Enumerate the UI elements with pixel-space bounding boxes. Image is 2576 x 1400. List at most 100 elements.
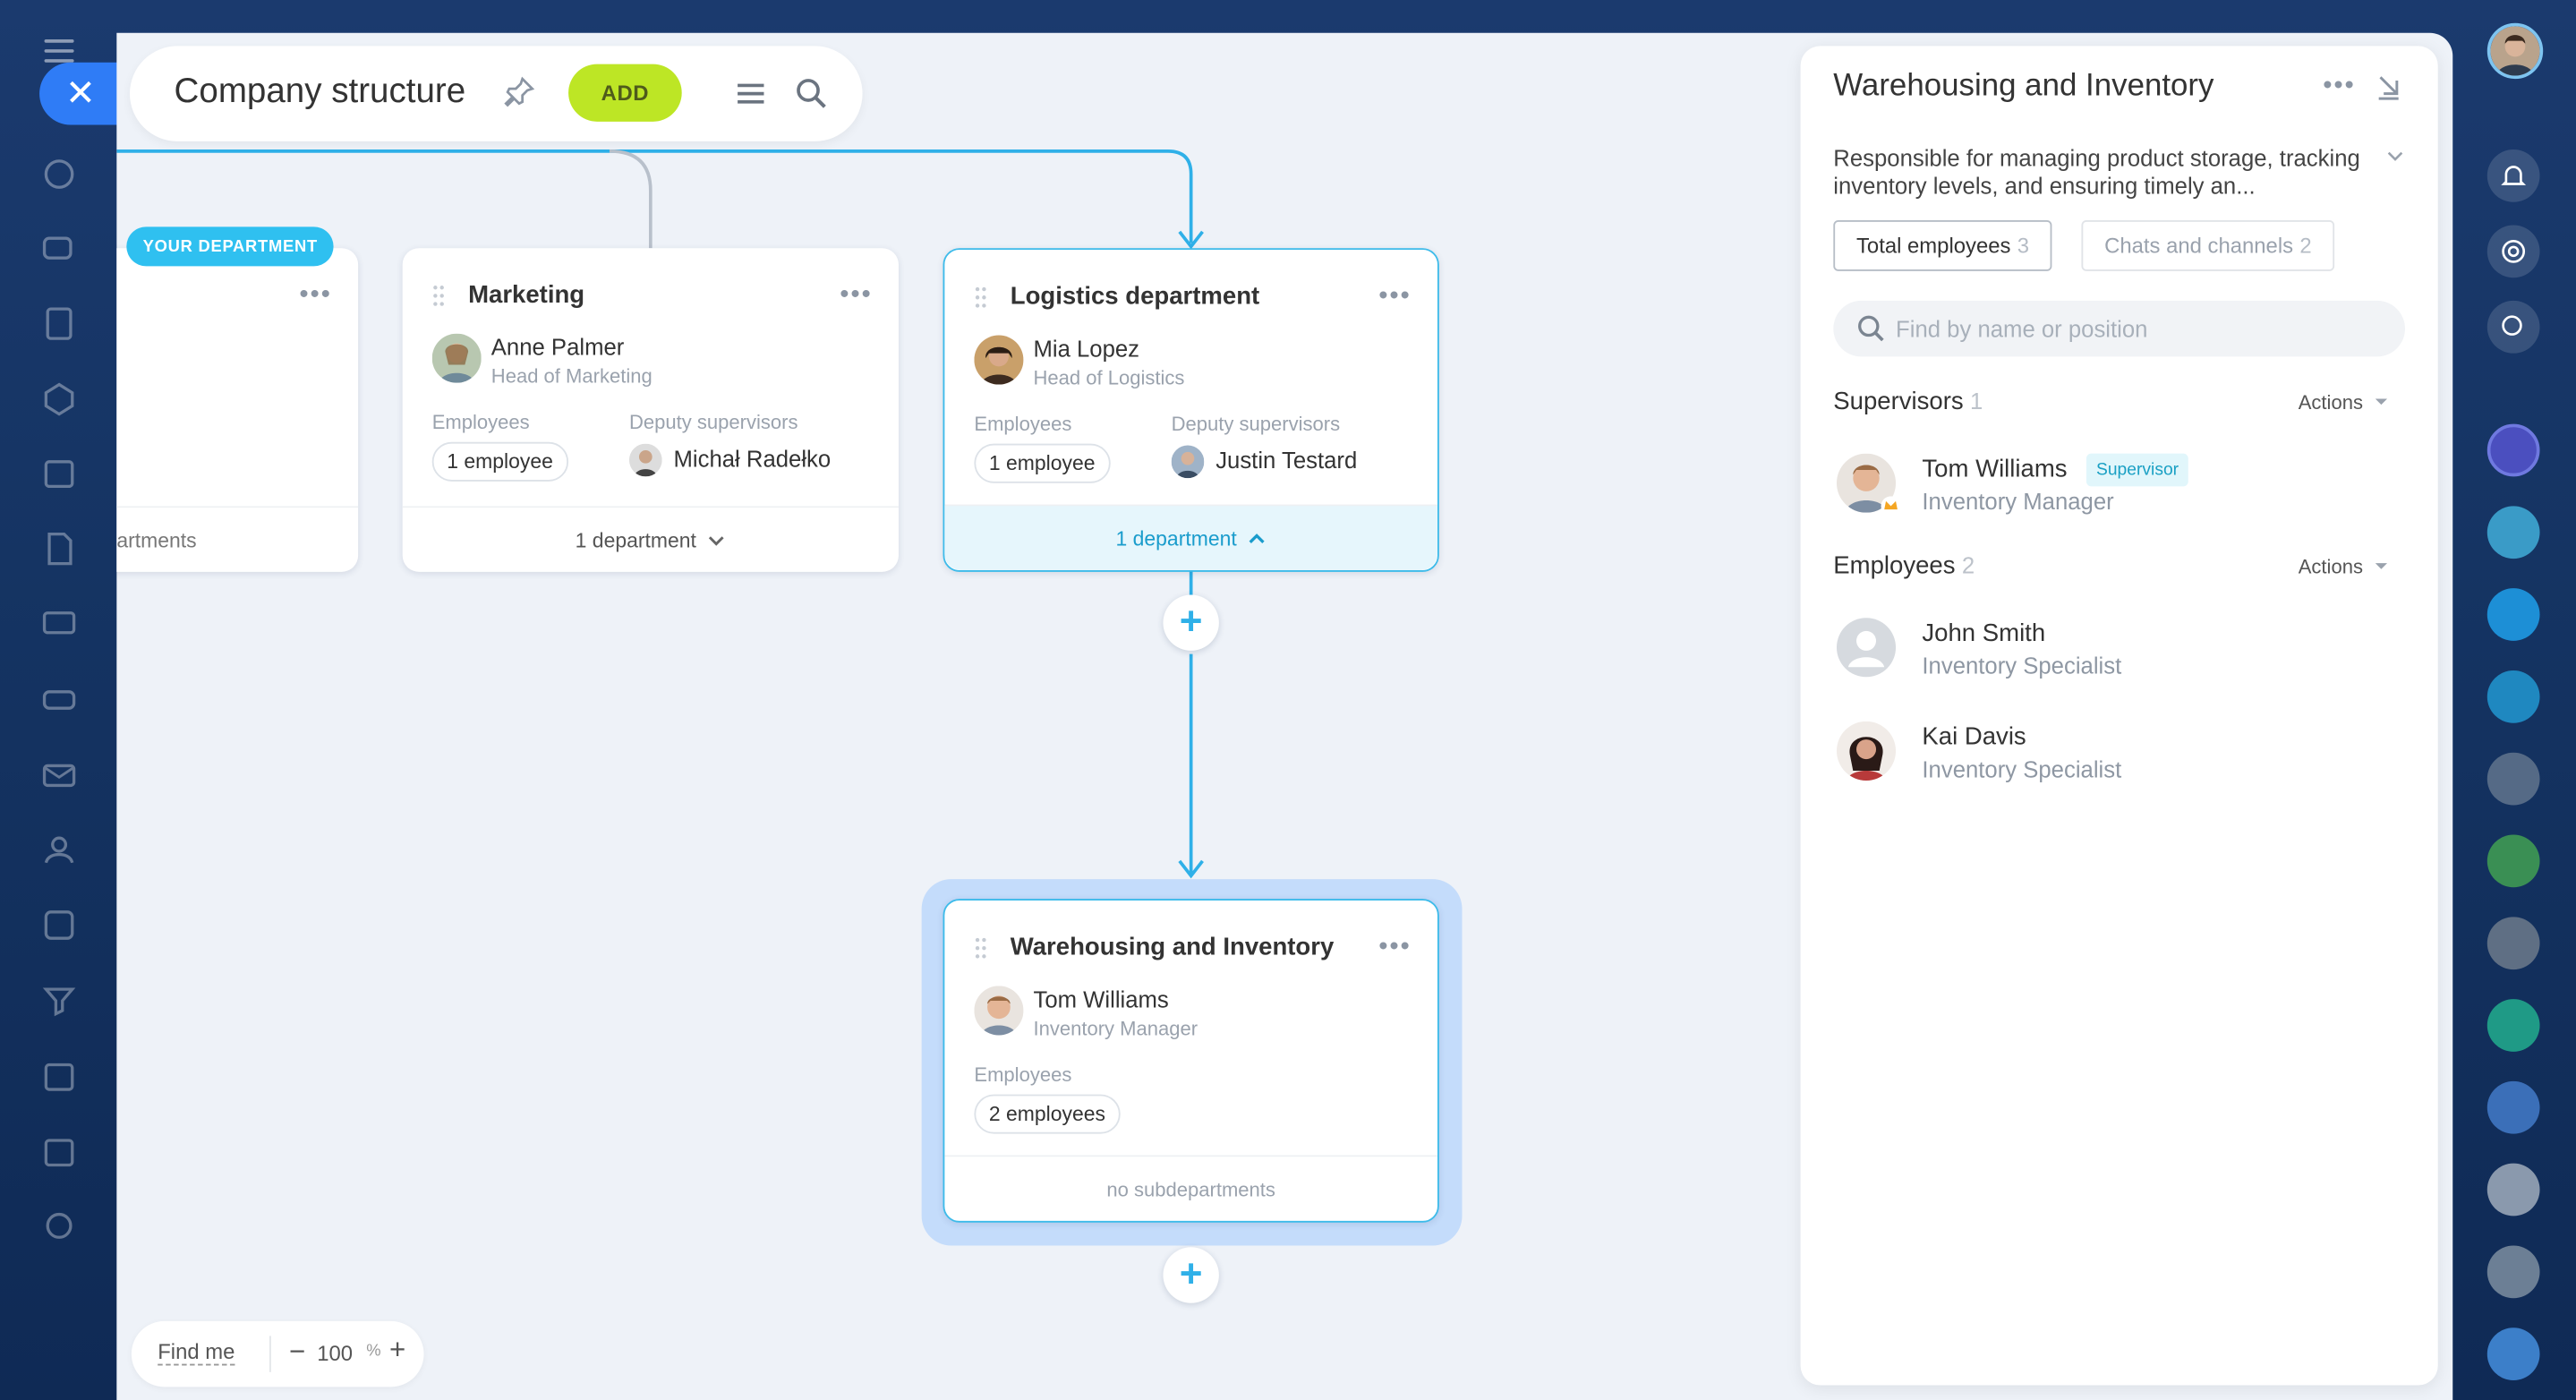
user-avatar[interactable] xyxy=(2486,22,2544,80)
store-icon[interactable] xyxy=(39,680,79,720)
close-slider-button[interactable]: ✕ xyxy=(39,62,122,125)
pin-icon[interactable] xyxy=(501,74,537,110)
deputy-name[interactable]: Justin Testard xyxy=(1215,447,1358,474)
subdepartments-toggle[interactable]: 1 department xyxy=(402,506,899,571)
employees-actions-dropdown[interactable]: Actions xyxy=(2299,555,2388,578)
avatar[interactable] xyxy=(2486,917,2540,970)
employee-role: Inventory Specialist xyxy=(1922,652,2122,679)
open-lines-icon[interactable] xyxy=(2486,588,2540,641)
feed-icon[interactable] xyxy=(39,155,79,194)
plus-icon: + xyxy=(1179,600,1203,645)
card-more-icon[interactable]: ••• xyxy=(840,280,873,310)
mail-icon[interactable] xyxy=(2486,1327,2540,1380)
department-card-logistics[interactable]: Logistics department ••• Mia Lopez Head … xyxy=(943,248,1439,572)
search-chat-icon[interactable] xyxy=(2486,300,2540,354)
head-name[interactable]: Anne Palmer xyxy=(490,333,625,361)
list-menu-icon[interactable] xyxy=(734,77,767,110)
channel-icon[interactable] xyxy=(2486,423,2540,477)
head-name[interactable]: Tom Williams xyxy=(1033,986,1169,1012)
collapse-panel-icon[interactable] xyxy=(2376,73,2401,102)
chat-icon[interactable] xyxy=(39,230,79,269)
search-input[interactable]: Find by name or position xyxy=(1833,300,2406,357)
drag-handle-icon[interactable] xyxy=(974,286,987,309)
add-button[interactable]: ADD xyxy=(568,64,682,122)
search-placeholder: Find by name or position xyxy=(1896,315,2148,342)
caret-down-icon xyxy=(2375,563,2387,569)
settings-icon[interactable] xyxy=(39,1206,79,1245)
avatar[interactable] xyxy=(431,333,482,383)
crm-icon[interactable] xyxy=(39,380,79,419)
zoom-out-button[interactable]: − xyxy=(289,1336,306,1368)
avatar[interactable] xyxy=(2486,1163,2540,1216)
avatar[interactable] xyxy=(628,443,662,477)
avatar[interactable] xyxy=(1836,721,1897,781)
employee-name[interactable]: John Smith xyxy=(1922,619,2046,648)
group-chat-icon[interactable] xyxy=(2486,506,2540,559)
employees-count-pill[interactable]: 1 employee xyxy=(974,443,1111,483)
drag-handle-icon[interactable] xyxy=(432,285,446,308)
schedule-icon[interactable] xyxy=(39,1056,79,1096)
chevron-down-icon[interactable] xyxy=(2385,145,2405,165)
drag-handle-icon[interactable] xyxy=(974,936,987,960)
employees-count-pill[interactable]: 1 employee xyxy=(431,441,568,482)
tasks-icon[interactable] xyxy=(39,304,79,344)
department-card-warehousing[interactable]: Warehousing and Inventory ••• Tom Willia… xyxy=(943,899,1439,1223)
task-chat-icon[interactable] xyxy=(2486,999,2540,1052)
checklist-icon[interactable] xyxy=(39,905,79,944)
subdepartments-count: 1 department xyxy=(575,528,696,551)
department-detail-panel: Warehousing and Inventory ••• Responsibl… xyxy=(1800,46,2438,1386)
department-card-own[interactable]: ••• artments xyxy=(116,248,359,572)
card-footer[interactable]: artments xyxy=(116,506,359,571)
add-subdepartment-button[interactable]: + xyxy=(1163,1247,1219,1303)
avatar[interactable] xyxy=(2486,1245,2540,1299)
zoom-in-button[interactable]: + xyxy=(388,1334,406,1366)
task-chat-icon[interactable] xyxy=(2486,670,2540,723)
tab-count: 3 xyxy=(2017,233,2030,259)
search-icon[interactable] xyxy=(793,75,829,111)
funnel-icon[interactable] xyxy=(39,981,79,1020)
employees-label: Employees xyxy=(974,412,1072,436)
calendar-icon[interactable] xyxy=(39,454,79,493)
zoom-unit: % xyxy=(366,1342,381,1361)
supervisors-actions-dropdown[interactable]: Actions xyxy=(2299,391,2388,414)
deputy-name[interactable]: Michał Radełko xyxy=(673,445,832,472)
copilot-icon[interactable] xyxy=(2486,225,2540,278)
chevron-up-icon xyxy=(1249,533,1265,543)
section-label: Supervisors xyxy=(1833,388,1964,416)
card-more-icon[interactable]: ••• xyxy=(299,280,332,310)
close-icon: ✕ xyxy=(65,72,96,114)
employees-count-pill[interactable]: 2 employees xyxy=(974,1094,1121,1134)
supervisor-name[interactable]: Tom Williams xyxy=(1922,455,2068,483)
mail-icon[interactable] xyxy=(39,755,79,795)
archive-icon[interactable] xyxy=(39,1132,79,1172)
avatar[interactable] xyxy=(974,335,1024,385)
card-more-icon[interactable]: ••• xyxy=(1378,933,1412,961)
employees-icon[interactable] xyxy=(39,830,79,869)
head-name[interactable]: Mia Lopez xyxy=(1033,335,1140,362)
find-me-link[interactable]: Find me xyxy=(158,1339,235,1366)
section-count: 2 xyxy=(1961,551,1975,579)
panel-more-icon[interactable]: ••• xyxy=(2323,72,2356,100)
add-subdepartment-button[interactable]: + xyxy=(1163,594,1219,651)
default-user-icon[interactable] xyxy=(1836,618,1897,678)
department-title: Warehousing and Inventory xyxy=(1010,933,1335,961)
card-more-icon[interactable]: ••• xyxy=(1378,282,1412,311)
avatar[interactable] xyxy=(2486,752,2540,806)
sites-icon[interactable] xyxy=(39,605,79,645)
menu-burger-icon[interactable] xyxy=(44,39,74,63)
employee-name[interactable]: Kai Davis xyxy=(1922,722,2026,751)
avatar[interactable] xyxy=(1171,445,1205,479)
tab-label: Chats and channels xyxy=(2104,233,2294,259)
department-card-marketing[interactable]: Marketing ••• Anne Palmer Head of Market… xyxy=(402,248,899,572)
avatar[interactable] xyxy=(974,986,1024,1036)
task-chat-icon[interactable] xyxy=(2486,834,2540,888)
notifications-bell-icon[interactable] xyxy=(2486,149,2540,202)
documents-icon[interactable] xyxy=(39,529,79,568)
task-chat-icon[interactable] xyxy=(2486,1080,2540,1134)
subdepartments-toggle[interactable]: 1 department xyxy=(944,504,1437,570)
your-department-badge: YOUR DEPARTMENT xyxy=(126,226,335,267)
